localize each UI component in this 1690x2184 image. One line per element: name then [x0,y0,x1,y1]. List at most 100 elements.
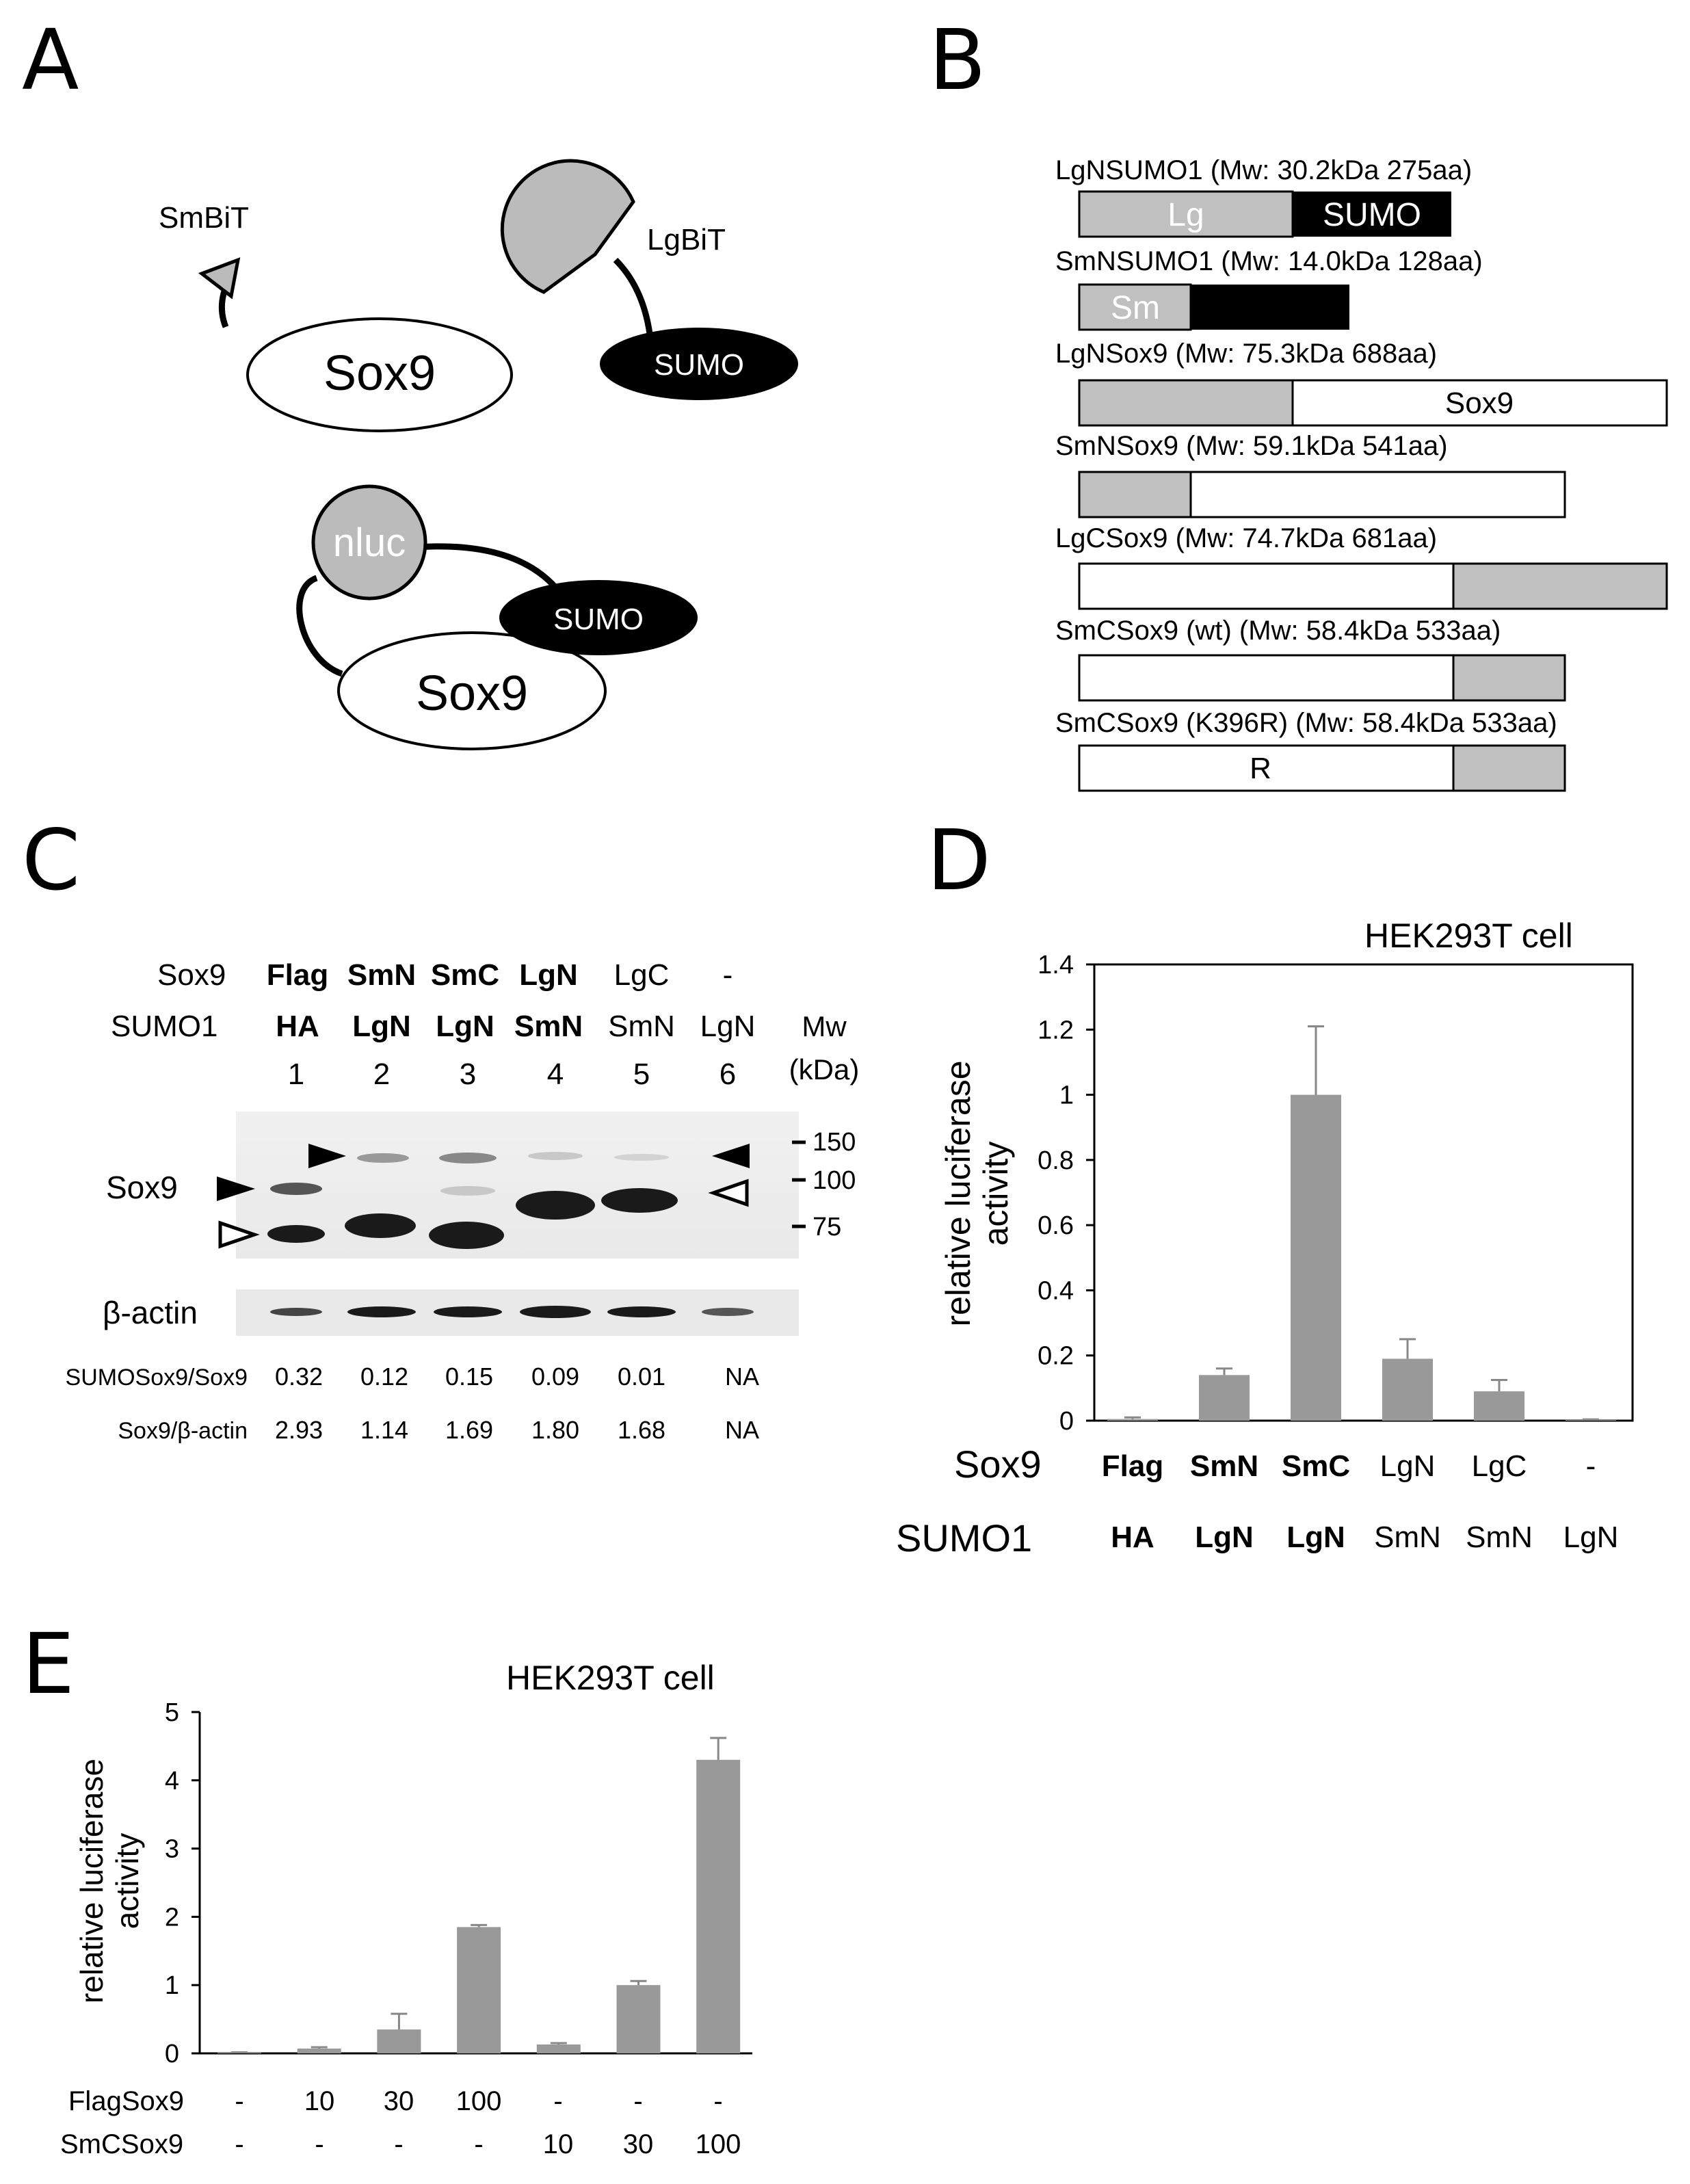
smbit-triangle-icon [198,257,241,300]
y-tick-label: 3 [165,1835,179,1864]
mw-marker-label: 150 [813,1128,856,1157]
nluc-label: nluc [333,521,406,565]
panel-c-label: C [22,812,80,909]
construct-sox9-segment [1078,744,1455,792]
c-ratio2-value: 1.68 [618,1416,665,1444]
e-ylabel-line1: relative luciferase [74,1759,109,2003]
e-cat-flagsox9: 100 [456,2086,502,2116]
e-cat-smcsox9: - [315,2129,324,2159]
c-ratio2-value: 1.80 [531,1416,579,1444]
blot-band [601,1188,678,1213]
c-lane-sumo1: LgN [436,1010,494,1043]
bar [1291,1094,1341,1421]
bar [1474,1391,1524,1421]
y-tick-label: 0.4 [1038,1276,1074,1305]
construct-segment-label: R [1250,752,1271,785]
construct-sm-segment [1078,471,1192,518]
construct-sox9-segment [1078,562,1455,610]
actin-band [520,1306,591,1318]
d-row1-label: Sox9 [954,1443,1042,1486]
c-lane-number: 4 [547,1057,564,1091]
sumo-top-ellipse [600,328,798,400]
filled-arrowhead-icon [712,1144,750,1168]
d-bars [1107,1025,1616,1421]
e-cat-smcsox9: 10 [543,2129,574,2159]
y-tick-label: 0.6 [1038,1211,1074,1240]
bar [457,1927,501,2053]
c-mw-title: Mw [802,1010,847,1042]
actin-band [347,1306,416,1317]
c-ratio1-value: 0.01 [618,1363,665,1391]
construct-title: LgCSox9 (Mw: 74.7kDa 681aa) [1055,523,1437,553]
panel-a-label: A [22,12,79,109]
bar [536,2044,581,2053]
actin-band [607,1306,676,1317]
c-blot-label: Sox9 [106,1170,178,1205]
bar [1382,1358,1433,1421]
mw-marker-label: 75 [813,1213,841,1241]
d-cat-sox9: SmN [1190,1449,1258,1483]
d-cat-sumo1: HA [1111,1521,1154,1554]
c-ratio2-label: Sox9/β-actin [118,1418,248,1444]
c-lane-sox9: SmN [347,958,416,992]
c-ratio1-value: 0.09 [531,1363,579,1391]
panel-e-label: E [22,1616,75,1713]
sox9-blot [236,1111,799,1259]
e-cat-flagsox9: - [235,2086,243,2116]
actin-band [702,1308,754,1316]
e-cat-flagsox9: - [553,2086,562,2116]
construct-segment-label: Lg [1167,197,1204,233]
e-ylabel-line2: activity [109,1833,145,1930]
y-tick-label: 5 [165,1698,179,1727]
c-ratio2-value: NA [725,1416,759,1444]
d-cat-sumo1: LgN [1563,1521,1619,1554]
open-arrowhead-icon [218,1220,260,1249]
e-cat-smcsox9: 100 [696,2129,741,2159]
c-ratio1-value: NA [725,1363,759,1391]
d-cat-sox9: Flag [1102,1449,1163,1483]
d-row2-label: SUMO1 [896,1516,1032,1560]
construct-sm-segment [1452,744,1566,792]
d-y-axis: 00.20.40.60.811.21.4 [1038,951,1094,1436]
c-ratio2-value: 1.69 [445,1416,493,1444]
sox9-top-ellipse [246,317,513,432]
construct-title: SmNSUMO1 (Mw: 14.0kDa 128aa) [1055,246,1483,276]
sumo-bottom-ellipse [499,580,698,655]
d-plot-frame [1093,963,1634,1422]
bar [377,2029,421,2053]
construct-segment-label: Sm [1111,290,1160,326]
actin-band [434,1306,502,1317]
sox9-bottom-label: Sox9 [416,666,528,721]
blot-band [270,1183,322,1195]
c-lane-number: 2 [373,1057,390,1091]
nluc-circle-icon [311,484,427,601]
construct-sox9-segment [1078,654,1455,702]
d-cat-sox9: - [1586,1449,1596,1483]
c-ratio2-value: 2.93 [275,1416,323,1444]
lgbit-tether [613,257,653,334]
e-cat-flagsox9: 10 [304,2086,335,2116]
e-cat-flagsox9: - [633,2086,642,2116]
e-cat-flagsox9: - [713,2086,722,2116]
construct-sumo-segment [1191,285,1349,330]
d-cat-sumo1: SmN [1466,1521,1533,1554]
c-lane-sox9: - [723,958,733,992]
open-arrowhead-icon [708,1179,749,1207]
construct-title: SmNSox9 (Mw: 59.1kDa 541aa) [1055,431,1448,461]
panel-b: B LgNSUMO1 (Mw: 30.2kDa 275aa) Lg SUMO S… [929,12,1668,792]
y-tick-label: 1 [1059,1081,1074,1110]
d-header: HEK293T cell [1364,917,1573,955]
bar [616,1985,661,2053]
bar [696,1759,741,2053]
actin-band [270,1308,322,1316]
d-cat-sox9: LgN [1380,1449,1436,1483]
panel-b-label: B [929,12,986,109]
e-row1-label: FlagSox9 [68,2086,184,2116]
y-tick-label: 0.2 [1038,1342,1074,1371]
sox9-bottom-ellipse [337,631,607,750]
e-cat-smcsox9: - [394,2129,403,2159]
e-bars [217,1737,741,2054]
